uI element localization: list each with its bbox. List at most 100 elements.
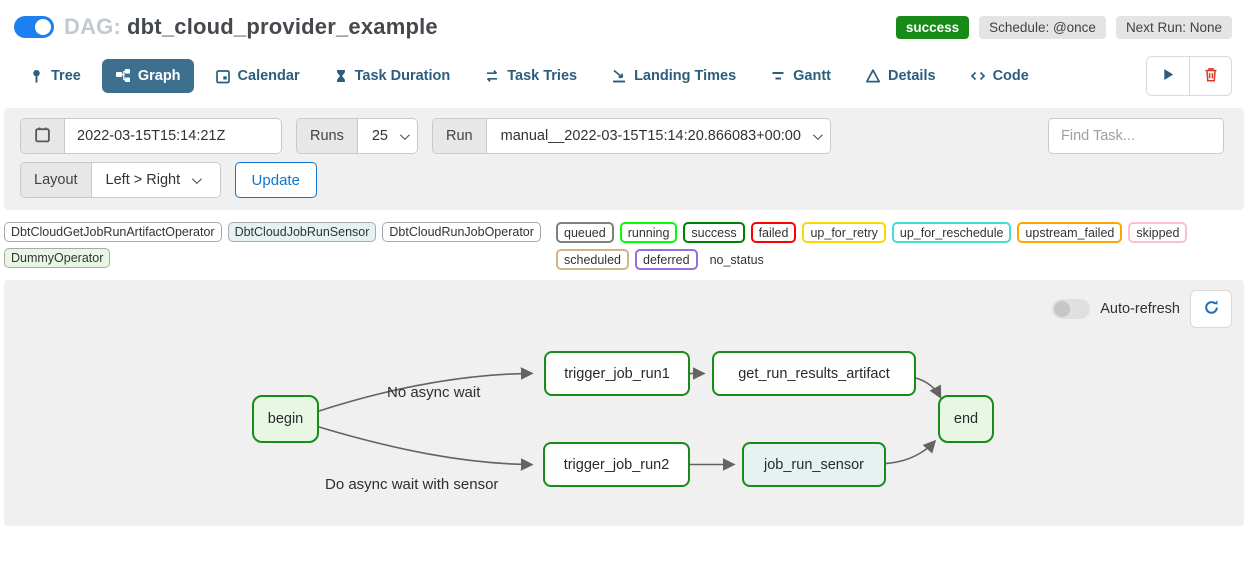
header-badges: success Schedule: @once Next Run: None [895, 15, 1232, 39]
auto-refresh-toggle[interactable] [1052, 299, 1091, 319]
runs-count-value: 25 [371, 128, 388, 144]
operator-badge: DbtCloudRunJobOperator [382, 222, 541, 242]
tab-label: Graph [137, 68, 181, 84]
status-legend-badge[interactable]: no_status [709, 252, 764, 267]
runs-group: Runs 25 [296, 118, 418, 154]
tab-label: Task Duration [354, 68, 451, 84]
status-legend-badge[interactable]: failed [750, 222, 797, 243]
repeat-icon [484, 68, 500, 84]
tab-label: Tree [51, 68, 81, 84]
chevron-down-icon [192, 173, 202, 184]
runs-count-select[interactable]: 25 [357, 119, 417, 153]
calendar-icon [215, 68, 231, 84]
tab-label: Landing Times [634, 68, 737, 84]
operator-legend: DbtCloudGetJobRunArtifactOperator DbtClo… [4, 222, 548, 268]
toggle-knob [1054, 301, 1071, 317]
run-group: Run manual__2022-03-15T15:14:20.866083+0… [432, 118, 831, 154]
layout-value: Left > Right [105, 172, 181, 188]
execution-date-group [20, 118, 282, 154]
dag-pause-toggle[interactable] [14, 16, 54, 38]
filter-row-2: Layout Left > Right Update [20, 162, 1228, 198]
dag-run-select[interactable]: manual__2022-03-15T15:14:20.866083+00:00 [486, 119, 830, 153]
tab-details[interactable]: Details [852, 59, 949, 93]
status-badge: success [895, 15, 970, 39]
chevron-down-icon [399, 129, 410, 140]
calendar-icon [34, 126, 51, 147]
operator-badge: DummyOperator [4, 248, 111, 268]
refresh-icon [1203, 299, 1220, 319]
run-label: Run [433, 119, 487, 153]
status-legend: queued running success failed up_for_ret… [556, 222, 1244, 270]
tab-calendar[interactable]: Calendar [202, 59, 313, 93]
dag-action-buttons [1146, 56, 1232, 96]
layout-select[interactable]: Left > Right [91, 163, 220, 197]
tab-graph[interactable]: Graph [101, 59, 194, 93]
play-icon [1161, 67, 1176, 85]
toggle-knob [35, 19, 51, 35]
schedule-badge: Schedule: @once [979, 15, 1106, 39]
tab-gantt[interactable]: Gantt [757, 59, 844, 93]
status-legend-badge[interactable]: skipped [1128, 222, 1188, 243]
task-node-job-run-sensor[interactable]: job_run_sensor [742, 442, 886, 487]
task-node-trigger-job-run2[interactable]: trigger_job_run2 [543, 442, 690, 487]
refresh-button[interactable] [1190, 290, 1232, 328]
task-node-end[interactable]: end [938, 395, 994, 443]
dag-graph-canvas[interactable]: Auto-refresh No async wait Do async wait… [4, 280, 1244, 526]
task-node-begin[interactable]: begin [252, 395, 319, 443]
tab-task-tries[interactable]: Task Tries [471, 59, 590, 93]
status-legend-badge[interactable]: deferred [635, 249, 698, 270]
find-task-input[interactable] [1048, 118, 1224, 154]
status-legend-badge[interactable]: upstream_failed [1017, 222, 1123, 243]
tab-landing-times[interactable]: Landing Times [598, 59, 749, 93]
dag-header: DAG:dbt_cloud_provider_example success S… [0, 0, 1248, 46]
tab-label: Task Tries [507, 68, 578, 84]
dag-edges [318, 367, 942, 471]
tab-task-duration[interactable]: Task Duration [321, 59, 464, 93]
runs-label: Runs [297, 119, 358, 153]
dag-name: dbt_cloud_provider_example [127, 14, 438, 39]
auto-refresh-label: Auto-refresh [1100, 301, 1180, 317]
update-button[interactable]: Update [234, 162, 317, 198]
chevron-down-icon [812, 129, 823, 140]
filter-row-1: Runs 25 Run manual__2022-03-15T15:14:20.… [20, 118, 1228, 154]
status-legend-badge[interactable]: scheduled [556, 249, 629, 270]
layout-label: Layout [21, 163, 92, 197]
legend: DbtCloudGetJobRunArtifactOperator DbtClo… [0, 214, 1248, 276]
code-icon [970, 68, 986, 84]
tab-code[interactable]: Code [957, 59, 1042, 93]
graph-controls: Auto-refresh [1052, 290, 1232, 328]
edge-label-no-async-wait: No async wait [387, 384, 481, 401]
page-title: DAG:dbt_cloud_provider_example [64, 14, 438, 40]
triangle-details-icon [865, 68, 881, 84]
operator-badge: DbtCloudGetJobRunArtifactOperator [4, 222, 222, 242]
layout-group: Layout Left > Right [20, 162, 221, 198]
tab-label: Calendar [237, 68, 300, 84]
hourglass-icon [334, 68, 348, 84]
tab-label: Details [888, 68, 936, 84]
status-legend-badge[interactable]: queued [556, 222, 614, 243]
trash-icon [1203, 66, 1219, 86]
task-node-trigger-job-run1[interactable]: trigger_job_run1 [544, 351, 690, 396]
tab-tree[interactable]: Tree [16, 59, 94, 93]
tab-label: Gantt [793, 68, 831, 84]
trigger-dag-button[interactable] [1147, 57, 1189, 95]
status-legend-badge[interactable]: running [619, 222, 678, 243]
edge-label-do-async-wait: Do async wait with sensor [325, 476, 499, 493]
status-legend-badge[interactable]: up_for_reschedule [891, 222, 1012, 243]
delete-dag-button[interactable] [1189, 57, 1231, 95]
dag-run-value: manual__2022-03-15T15:14:20.866083+00:00 [500, 128, 801, 144]
next-run-badge: Next Run: None [1115, 15, 1232, 39]
graph-icon [115, 68, 131, 84]
tree-pin-icon [29, 68, 44, 84]
calendar-addon[interactable] [21, 119, 65, 153]
status-legend-badge[interactable]: up_for_retry [802, 222, 886, 243]
dag-prefix-label: DAG: [64, 14, 122, 39]
tab-label: Code [992, 68, 1029, 84]
graph-filter-panel: Runs 25 Run manual__2022-03-15T15:14:20.… [4, 108, 1244, 210]
execution-date-input[interactable] [65, 119, 281, 153]
gantt-icon [770, 68, 786, 84]
plane-landing-icon [611, 68, 627, 84]
view-tabbar: Tree Graph Calendar Task Duration Task T… [0, 46, 1248, 104]
status-legend-badge[interactable]: success [683, 222, 745, 243]
task-node-get-run-results-artifact[interactable]: get_run_results_artifact [712, 351, 916, 396]
